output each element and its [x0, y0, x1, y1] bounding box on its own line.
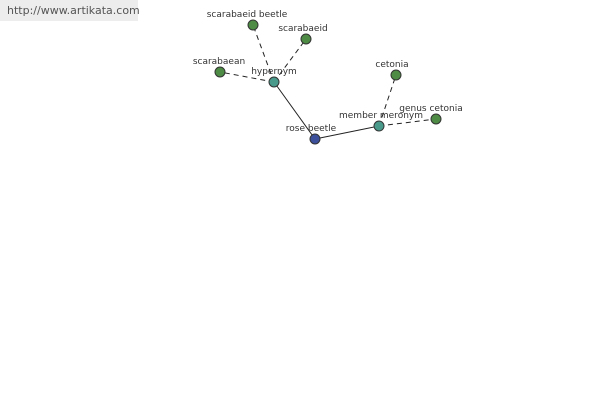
edge-hypernym-to-scarabaeid-beetle — [252, 24, 275, 83]
graph-labels: rose beetle hypernym member meronym scaraba… — [193, 10, 463, 134]
edge-hypernym-to-scarabaean — [219, 71, 275, 83]
node-scarabaeid-beetle[interactable] — [247, 19, 259, 31]
node-member-meronym[interactable] — [373, 120, 385, 132]
node-label-scarabaeid-beetle: scarabaeid beetle — [207, 10, 288, 20]
node-label-member-meronym: member meronym — [339, 111, 423, 121]
node-label-scarabaeid: scarabaeid — [278, 24, 327, 34]
node-scarabaeid[interactable] — [300, 33, 312, 45]
site-watermark: http://www.artikata.com — [0, 0, 140, 21]
node-label-genus-cetonia: genus cetonia — [399, 104, 462, 114]
node-label-hypernym: hypernym — [251, 67, 297, 77]
edge-rose-beetle-to-hypernym — [273, 81, 316, 140]
node-label-rose-beetle: rose beetle — [286, 124, 337, 134]
edge-rose-beetle-to-member-meronym — [314, 125, 380, 140]
node-label-cetonia: cetonia — [375, 60, 408, 70]
edge-member-meronym-to-genus-cetonia — [378, 118, 437, 127]
node-scarabaean[interactable] — [214, 66, 226, 78]
graph-nodes — [214, 19, 442, 145]
node-cetonia[interactable] — [390, 69, 402, 81]
node-rose-beetle[interactable] — [309, 133, 321, 145]
node-label-scarabaean: scarabaean — [193, 57, 245, 67]
node-genus-cetonia[interactable] — [430, 113, 442, 125]
node-hypernym[interactable] — [268, 76, 280, 88]
graph-edges — [219, 24, 437, 140]
